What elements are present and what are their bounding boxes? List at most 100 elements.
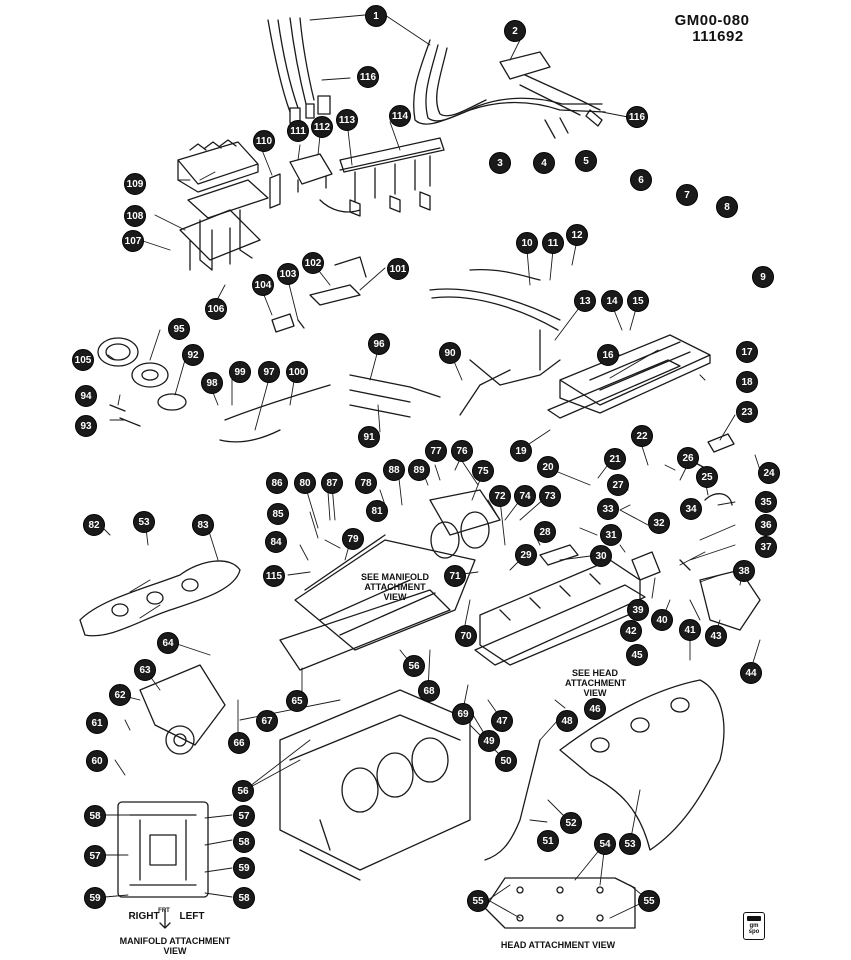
callout-97[interactable]: 97 bbox=[258, 361, 280, 383]
callout-102[interactable]: 102 bbox=[302, 252, 324, 274]
callout-64[interactable]: 64 bbox=[157, 632, 179, 654]
callout-57-left[interactable]: 57 bbox=[84, 845, 106, 867]
callout-76[interactable]: 76 bbox=[451, 440, 473, 462]
callout-53-left[interactable]: 53 bbox=[133, 511, 155, 533]
callout-68[interactable]: 68 bbox=[418, 680, 440, 702]
callout-42[interactable]: 42 bbox=[620, 620, 642, 642]
callout-83[interactable]: 83 bbox=[192, 514, 214, 536]
callout-7[interactable]: 7 bbox=[676, 184, 698, 206]
callout-5[interactable]: 5 bbox=[575, 150, 597, 172]
callout-10[interactable]: 10 bbox=[516, 232, 538, 254]
callout-98[interactable]: 98 bbox=[201, 372, 223, 394]
callout-65[interactable]: 65 bbox=[286, 690, 308, 712]
callout-72[interactable]: 72 bbox=[489, 485, 511, 507]
callout-115[interactable]: 115 bbox=[263, 565, 285, 587]
callout-90[interactable]: 90 bbox=[439, 342, 461, 364]
callout-66[interactable]: 66 bbox=[228, 732, 250, 754]
callout-70[interactable]: 70 bbox=[455, 625, 477, 647]
callout-22[interactable]: 22 bbox=[631, 425, 653, 447]
callout-44[interactable]: 44 bbox=[740, 662, 762, 684]
callout-84[interactable]: 84 bbox=[265, 531, 287, 553]
callout-85[interactable]: 85 bbox=[267, 503, 289, 525]
callout-28[interactable]: 28 bbox=[534, 521, 556, 543]
callout-105[interactable]: 105 bbox=[72, 349, 94, 371]
callout-113[interactable]: 113 bbox=[336, 109, 358, 131]
callout-111[interactable]: 111 bbox=[287, 120, 309, 142]
callout-110[interactable]: 110 bbox=[253, 130, 275, 152]
callout-89[interactable]: 89 bbox=[408, 459, 430, 481]
callout-1[interactable]: 1 bbox=[365, 5, 387, 27]
callout-31[interactable]: 31 bbox=[600, 524, 622, 546]
callout-18[interactable]: 18 bbox=[736, 371, 758, 393]
callout-60[interactable]: 60 bbox=[86, 750, 108, 772]
callout-95[interactable]: 95 bbox=[168, 318, 190, 340]
callout-80[interactable]: 80 bbox=[294, 472, 316, 494]
callout-114[interactable]: 114 bbox=[389, 105, 411, 127]
callout-78[interactable]: 78 bbox=[355, 472, 377, 494]
callout-11[interactable]: 11 bbox=[542, 232, 564, 254]
callout-17[interactable]: 17 bbox=[736, 341, 758, 363]
callout-45[interactable]: 45 bbox=[626, 644, 648, 666]
callout-54[interactable]: 54 bbox=[594, 833, 616, 855]
callout-104[interactable]: 104 bbox=[252, 274, 274, 296]
callout-16[interactable]: 16 bbox=[597, 344, 619, 366]
callout-56-lower[interactable]: 56 bbox=[232, 780, 254, 802]
callout-55-left[interactable]: 55 bbox=[467, 890, 489, 912]
callout-36[interactable]: 36 bbox=[755, 514, 777, 536]
callout-50[interactable]: 50 bbox=[495, 750, 517, 772]
callout-116-top[interactable]: 116 bbox=[357, 66, 379, 88]
callout-13[interactable]: 13 bbox=[574, 290, 596, 312]
callout-40[interactable]: 40 bbox=[651, 609, 673, 631]
callout-14[interactable]: 14 bbox=[601, 290, 623, 312]
callout-57-right[interactable]: 57 bbox=[233, 805, 255, 827]
callout-86[interactable]: 86 bbox=[266, 472, 288, 494]
callout-81[interactable]: 81 bbox=[366, 500, 388, 522]
callout-79[interactable]: 79 bbox=[342, 528, 364, 550]
callout-59-right[interactable]: 59 bbox=[233, 857, 255, 879]
callout-51[interactable]: 51 bbox=[537, 830, 559, 852]
callout-82[interactable]: 82 bbox=[83, 514, 105, 536]
callout-55-right[interactable]: 55 bbox=[638, 890, 660, 912]
callout-103[interactable]: 103 bbox=[277, 263, 299, 285]
callout-23[interactable]: 23 bbox=[736, 401, 758, 423]
callout-46[interactable]: 46 bbox=[584, 698, 606, 720]
callout-53-right[interactable]: 53 bbox=[619, 833, 641, 855]
callout-99[interactable]: 99 bbox=[229, 361, 251, 383]
callout-9[interactable]: 9 bbox=[752, 266, 774, 288]
callout-88[interactable]: 88 bbox=[383, 459, 405, 481]
callout-6[interactable]: 6 bbox=[630, 169, 652, 191]
callout-112[interactable]: 112 bbox=[311, 116, 333, 138]
callout-52[interactable]: 52 bbox=[560, 812, 582, 834]
callout-108[interactable]: 108 bbox=[124, 205, 146, 227]
callout-41[interactable]: 41 bbox=[679, 619, 701, 641]
callout-12[interactable]: 12 bbox=[566, 224, 588, 246]
callout-116-right[interactable]: 116 bbox=[626, 106, 648, 128]
callout-91[interactable]: 91 bbox=[358, 426, 380, 448]
callout-2[interactable]: 2 bbox=[504, 20, 526, 42]
callout-30[interactable]: 30 bbox=[590, 545, 612, 567]
callout-56-upper[interactable]: 56 bbox=[403, 655, 425, 677]
callout-38[interactable]: 38 bbox=[733, 560, 755, 582]
callout-109[interactable]: 109 bbox=[124, 173, 146, 195]
callout-34[interactable]: 34 bbox=[680, 498, 702, 520]
callout-59-left[interactable]: 59 bbox=[84, 887, 106, 909]
callout-58-bottom-right[interactable]: 58 bbox=[233, 887, 255, 909]
callout-93[interactable]: 93 bbox=[75, 415, 97, 437]
callout-24[interactable]: 24 bbox=[758, 462, 780, 484]
callout-100[interactable]: 100 bbox=[286, 361, 308, 383]
callout-8[interactable]: 8 bbox=[716, 196, 738, 218]
callout-29[interactable]: 29 bbox=[515, 544, 537, 566]
callout-69[interactable]: 69 bbox=[452, 703, 474, 725]
callout-92[interactable]: 92 bbox=[182, 344, 204, 366]
callout-74[interactable]: 74 bbox=[514, 485, 536, 507]
callout-75[interactable]: 75 bbox=[472, 460, 494, 482]
callout-49[interactable]: 49 bbox=[478, 730, 500, 752]
callout-35[interactable]: 35 bbox=[755, 491, 777, 513]
callout-25[interactable]: 25 bbox=[696, 466, 718, 488]
callout-27[interactable]: 27 bbox=[607, 474, 629, 496]
callout-101[interactable]: 101 bbox=[387, 258, 409, 280]
callout-58-top-left[interactable]: 58 bbox=[84, 805, 106, 827]
callout-47[interactable]: 47 bbox=[491, 710, 513, 732]
callout-15[interactable]: 15 bbox=[627, 290, 649, 312]
callout-21[interactable]: 21 bbox=[604, 448, 626, 470]
